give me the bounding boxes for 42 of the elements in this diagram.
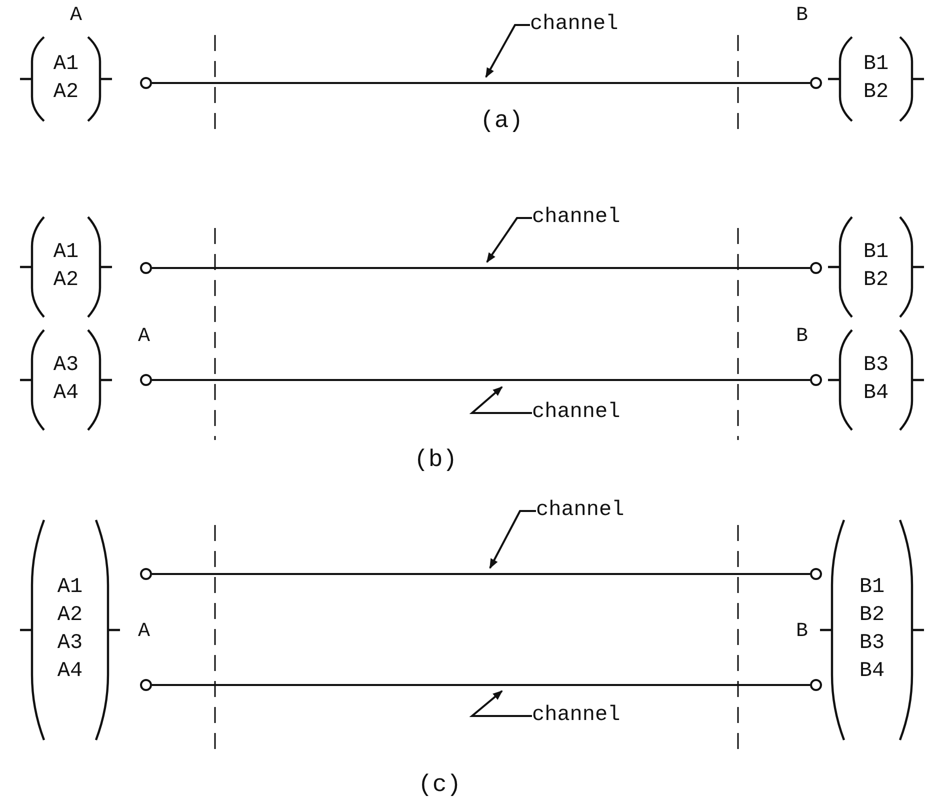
terminal-label: B	[796, 4, 808, 27]
bracket-group: B3 B4	[828, 328, 924, 432]
terminal-label: B	[796, 325, 808, 348]
bracket-group: A3 A4	[20, 328, 112, 432]
channel-line	[152, 684, 810, 686]
leader-line	[485, 24, 530, 78]
terminal-circle	[810, 77, 822, 89]
terminal-circle	[140, 679, 152, 691]
leader-line	[489, 510, 536, 569]
terminal-circle	[810, 679, 822, 691]
leader-line	[469, 386, 532, 414]
terminal-circle	[140, 262, 152, 274]
terminal-circle	[140, 568, 152, 580]
panel-label: (b)	[414, 447, 458, 474]
callout-label: channel	[532, 400, 620, 426]
terminal-label: B	[796, 620, 808, 643]
terminal-circle	[140, 374, 152, 386]
panel-label: (a)	[480, 108, 524, 135]
leader-line	[469, 690, 532, 717]
callout-label: channel	[532, 205, 620, 231]
terminal-circle	[810, 568, 822, 580]
bracket-group: B1 B2 B3 B4	[820, 518, 924, 742]
channel-line	[152, 82, 810, 84]
bracket-group: A1 A2	[20, 35, 112, 123]
channel-line	[152, 379, 810, 381]
terminal-label: A	[70, 4, 82, 27]
panel-label: (c)	[418, 772, 462, 799]
terminal-circle	[140, 77, 152, 89]
terminal-circle	[810, 262, 822, 274]
callout-label: channel	[532, 703, 620, 729]
bracket-group: B1 B2	[828, 35, 924, 123]
channel-line	[152, 267, 810, 269]
callout-label: channel	[530, 12, 618, 38]
callout-label: channel	[536, 498, 624, 524]
terminal-label: A	[138, 325, 150, 348]
leader-line	[486, 217, 532, 263]
channel-line	[152, 573, 810, 575]
bracket-group: A1 A2	[20, 215, 112, 319]
terminal-label: A	[138, 620, 150, 643]
bracket-group: B1 B2	[828, 215, 924, 319]
terminal-circle	[810, 374, 822, 386]
bracket-group: A1 A2 A3 A4	[20, 518, 120, 742]
